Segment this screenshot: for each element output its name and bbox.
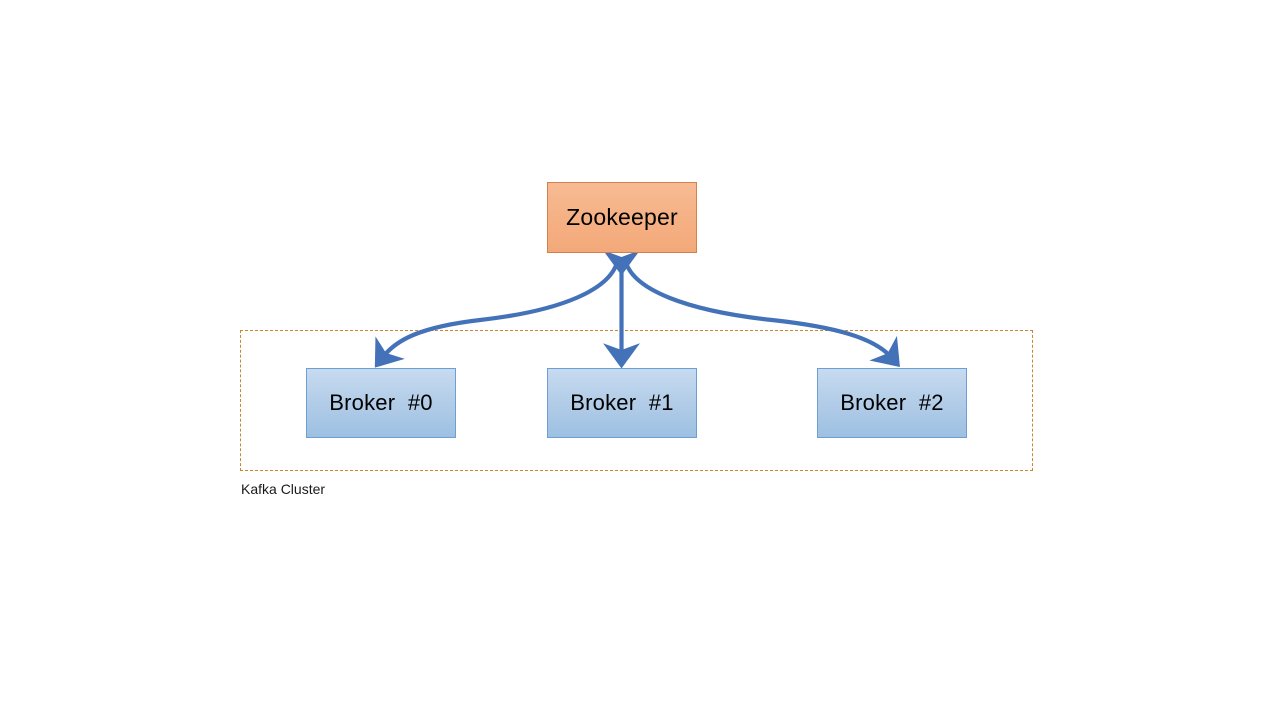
node-zookeeper[interactable]: Zookeeper [547, 182, 697, 253]
node-broker-1-label: Broker #1 [570, 389, 674, 415]
node-broker-0[interactable]: Broker #0 [306, 368, 456, 438]
node-broker-1[interactable]: Broker #1 [547, 368, 697, 438]
node-broker-2-label: Broker #2 [840, 389, 944, 415]
node-broker-2[interactable]: Broker #2 [817, 368, 967, 438]
kafka-cluster-caption: Kafka Cluster [241, 481, 326, 497]
node-zookeeper-label: Zookeeper [566, 203, 678, 230]
node-broker-0-label: Broker #0 [329, 389, 433, 415]
